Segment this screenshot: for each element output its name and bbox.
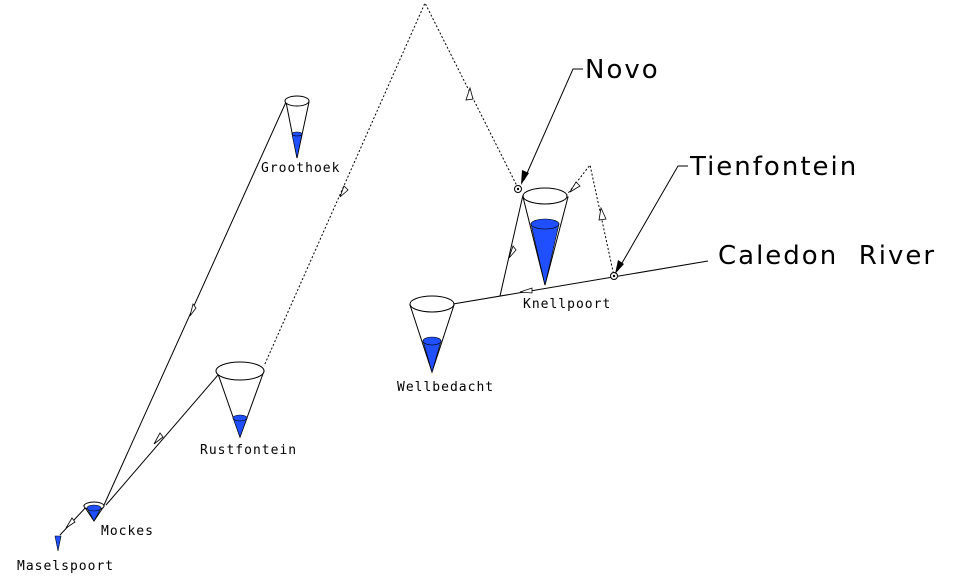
flow-arrow-groothoek-mockes — [189, 303, 197, 317]
flow-arrow-knellpoort-in — [508, 245, 517, 259]
reservoir-wellbedacht — [409, 295, 455, 374]
callout-tienfontein: Tienfontein — [689, 152, 858, 182]
novo-pump-station-icon — [514, 185, 522, 193]
reservoir-maselspoort — [54, 535, 62, 552]
tienfontein-pump-station-icon — [610, 272, 618, 280]
label-groothoek: Groothoek — [261, 161, 340, 176]
flow-arrow-caledon — [519, 287, 533, 294]
flow-arrow-knellpoort-up — [569, 181, 581, 193]
pipeline-groothoek-mockes — [103, 101, 287, 506]
pipeline-mockes-maselspoort — [59, 504, 89, 536]
label-knellpoort: Knellpoort — [523, 297, 611, 312]
transfer-novo-rustfontein — [263, 1, 519, 367]
label-maselspoort: Maselspoort — [17, 559, 114, 574]
pipeline-caledon-knellpoort — [499, 194, 524, 297]
flow-arrow-mockes-maselspoort — [65, 517, 76, 529]
novo-callout-leader — [523, 68, 583, 181]
transfer-knellpoort-tienfontein — [565, 163, 615, 277]
reservoir-rustfontein — [215, 361, 265, 439]
flow-arrow-rustfontein-mockes — [153, 432, 164, 445]
flow-arrow-tienfontein-up — [598, 206, 607, 221]
label-mockes: Mockes — [101, 524, 154, 539]
label-rustfontein: Rustfontein — [200, 443, 297, 458]
reservoir-mockes — [83, 501, 105, 522]
flow-arrow-transfer-up — [465, 86, 474, 101]
tienfontein-callout-arrowhead — [615, 260, 624, 274]
caledon-river-line — [452, 260, 709, 305]
novo-callout-arrowhead — [521, 170, 529, 185]
label-wellbedacht: Wellbedacht — [397, 380, 494, 395]
reservoir-groothoek — [284, 95, 310, 159]
callout-caledon-river: Caledon River — [718, 241, 936, 271]
pipeline-rustfontein-mockes — [105, 374, 219, 506]
callout-novo: Novo — [585, 55, 660, 85]
tienfontein-callout-leader — [617, 165, 688, 271]
flow-arrow-transfer-down — [339, 185, 349, 198]
reservoir-knellpoort — [522, 187, 569, 286]
